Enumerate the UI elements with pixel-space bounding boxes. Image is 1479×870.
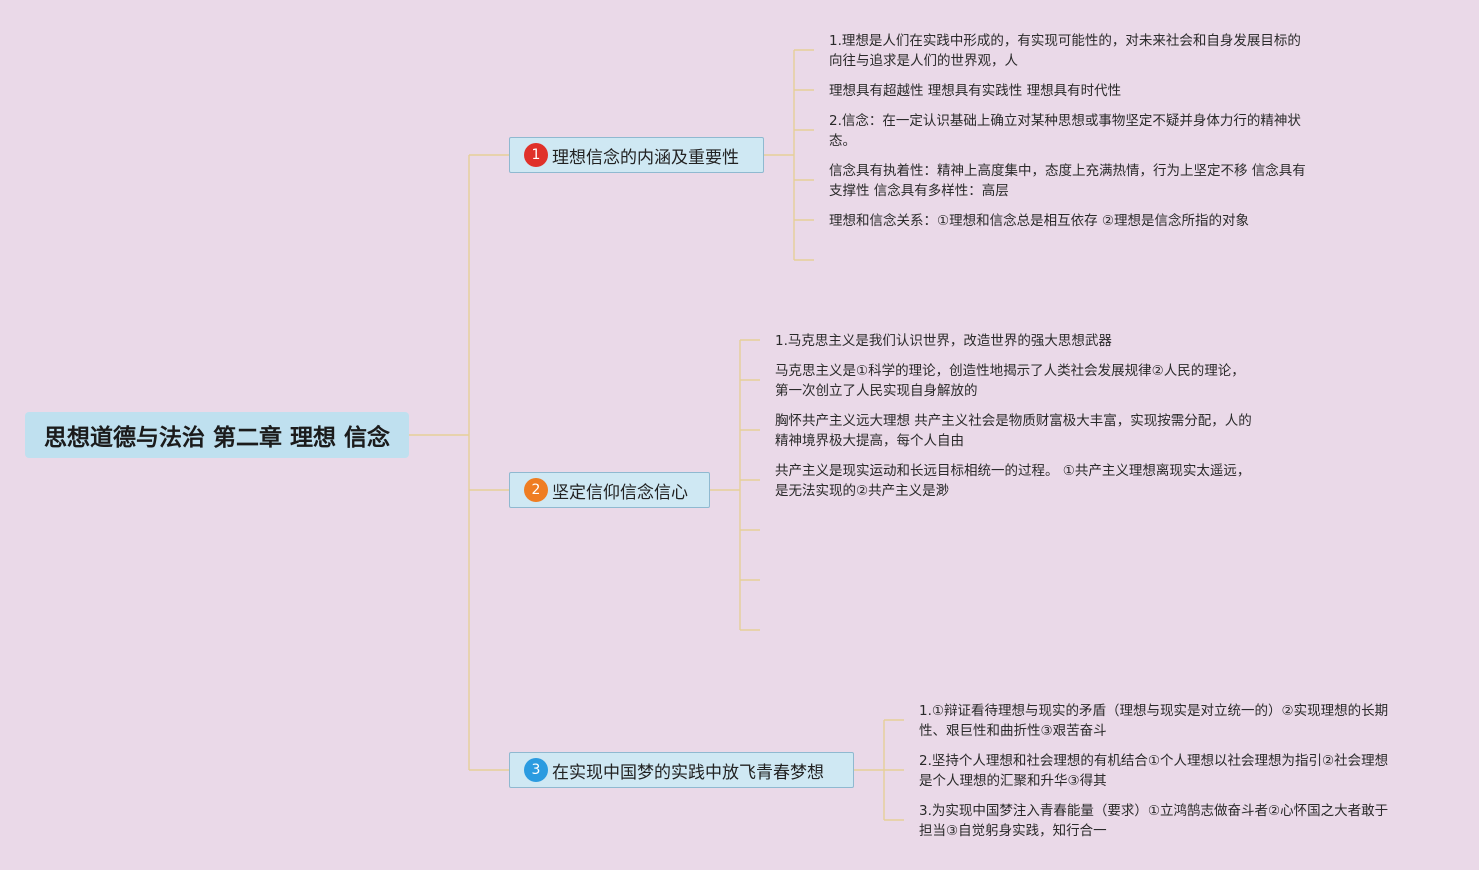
branch-topic-3[interactable]: 3 在实现中国梦的实践中放飞青春梦想	[509, 752, 854, 788]
leaf-topic[interactable]: 理想和信念关系：①理想和信念总是相互依存 ②理想是信念所指的对象	[829, 213, 1249, 229]
number-badge-icon: 2	[524, 478, 548, 502]
number-badge-icon: 3	[524, 758, 548, 782]
leaf-topic[interactable]: 理想具有超越性 理想具有实践性 理想具有时代性	[829, 83, 1122, 99]
leaf-topic[interactable]: 胸怀共产主义远大理想 共产主义社会是物质财富极大丰富，实现按需分配，人的 精神境…	[775, 413, 1252, 449]
root-topic[interactable]: 思想道德与法治 第二章 理想 信念	[25, 412, 409, 458]
branch-title: 在实现中国梦的实践中放飞青春梦想	[552, 762, 824, 783]
branch-title: 坚定信仰信念信心	[552, 482, 688, 503]
leaf-topic[interactable]: 1.理想是人们在实践中形成的，有实现可能性的，对未来社会和自身发展目标的 向往与…	[829, 33, 1301, 69]
branch-topic-1[interactable]: 1 理想信念的内涵及重要性	[509, 137, 764, 173]
leaf-topic[interactable]: 共产主义是现实运动和长远目标相统一的过程。 ①共产主义理想离现实太遥远， 是无法…	[775, 463, 1251, 499]
number-badge-icon: 1	[524, 143, 548, 167]
leaf-topic[interactable]: 1.①辩证看待理想与现实的矛盾（理想与现实是对立统一的）②实现理想的长期 性、艰…	[919, 703, 1389, 739]
branch-2-leaf-ticks	[740, 339, 760, 631]
branch-title: 理想信念的内涵及重要性	[552, 147, 739, 168]
branch-1-leaf-ticks	[794, 49, 814, 261]
leaf-topic[interactable]: 马克思主义是①科学的理论，创造性地揭示了人类社会发展规律②人民的理论， 第一次创…	[775, 363, 1245, 399]
leaf-topic[interactable]: 1.马克思主义是我们认识世界，改造世界的强大思想武器	[775, 333, 1112, 349]
leaf-topic[interactable]: 信念具有执着性：精神上高度集中，态度上充满热情，行为上坚定不移 信念具有 支撑性…	[829, 163, 1306, 199]
branch-topic-2[interactable]: 2 坚定信仰信念信心	[509, 472, 710, 508]
leaf-topic[interactable]: 2.坚持个人理想和社会理想的有机结合①个人理想以社会理想为指引②社会理想 是个人…	[919, 753, 1389, 789]
root-title: 思想道德与法治 第二章 理想 信念	[43, 425, 391, 451]
leaf-topic[interactable]: 2.信念：在一定认识基础上确立对某种思想或事物坚定不疑并身体力行的精神状 态。	[829, 113, 1301, 149]
leaf-topic[interactable]: 3.为实现中国梦注入青春能量（要求）①立鸿鹄志做奋斗者②心怀国之大者敢于 担当③…	[919, 803, 1389, 839]
branch-3-leaf-ticks	[884, 719, 904, 821]
